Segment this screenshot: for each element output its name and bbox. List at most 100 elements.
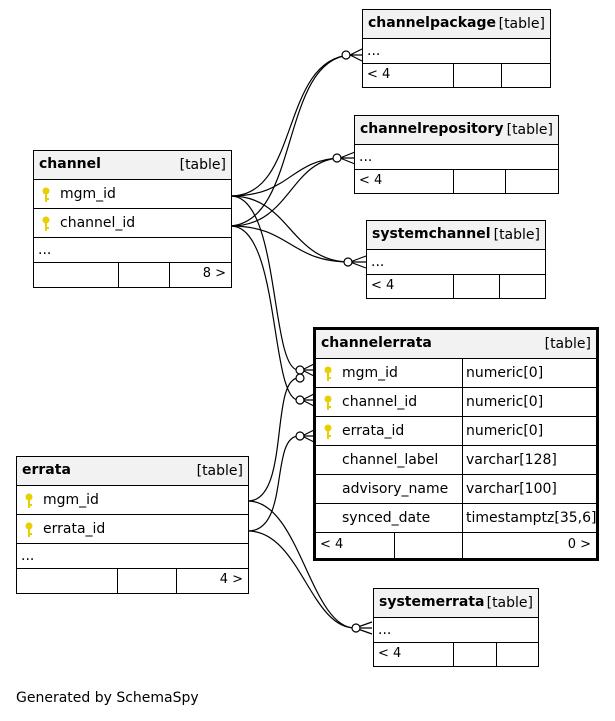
column-name: synced_date bbox=[342, 510, 431, 526]
table-footer: 4 > bbox=[17, 569, 248, 593]
children-count: < 4 bbox=[371, 278, 395, 293]
table-tag: [table] bbox=[506, 122, 553, 138]
optional-marker bbox=[295, 365, 305, 375]
table-name[interactable]: systemerrata bbox=[379, 594, 485, 610]
optional-marker bbox=[295, 395, 305, 405]
parents-count: 4 > bbox=[219, 572, 243, 587]
primary-key-icon bbox=[324, 366, 332, 381]
more-columns-ellipsis: ... bbox=[38, 242, 52, 258]
table-footer: < 4 bbox=[374, 643, 538, 666]
table-errata[interactable]: errata [table] mgm_id errata_id ... 4 > bbox=[16, 456, 249, 594]
table-channelpackage[interactable]: channelpackage [table] ... < 4 bbox=[362, 9, 551, 88]
children-count: < 4 bbox=[378, 646, 402, 661]
column-name: mgm_id bbox=[342, 365, 398, 381]
table-channel[interactable]: channel [table] mgm_id channel_id ... 8 … bbox=[33, 150, 232, 288]
link-channel-channelerrata bbox=[230, 195, 299, 371]
table-row: ... bbox=[367, 250, 545, 275]
link-channel-channelpackage bbox=[230, 54, 351, 197]
generator-credit: Generated by SchemaSpy bbox=[16, 690, 199, 706]
children-count: < 4 bbox=[320, 537, 344, 552]
table-header: channelpackage [table] bbox=[363, 10, 550, 39]
table-tag: [table] bbox=[498, 16, 545, 32]
table-tag: [table] bbox=[196, 463, 243, 479]
table-header: errata [table] bbox=[17, 457, 248, 486]
column-name: advisory_name bbox=[342, 481, 449, 497]
table-row: errata_id bbox=[17, 515, 248, 544]
column-type: varchar[100] bbox=[466, 481, 557, 497]
table-tag: [table] bbox=[544, 336, 591, 352]
primary-key-icon bbox=[324, 424, 332, 439]
optional-marker bbox=[341, 50, 351, 60]
more-columns-ellipsis: ... bbox=[359, 149, 373, 165]
table-name[interactable]: errata bbox=[22, 462, 71, 478]
column-type: timestamptz[35,6] bbox=[466, 510, 597, 526]
column-name: channel_id bbox=[342, 394, 418, 410]
more-columns-ellipsis: ... bbox=[21, 548, 35, 564]
children-count: < 4 bbox=[367, 67, 391, 82]
column-name: channel_label bbox=[342, 452, 439, 468]
primary-key-icon bbox=[25, 493, 33, 508]
table-row: channel_id bbox=[34, 209, 231, 238]
column-name: mgm_id bbox=[43, 492, 99, 508]
table-name[interactable]: systemchannel bbox=[372, 226, 491, 242]
column-name: errata_id bbox=[43, 521, 106, 537]
table-name[interactable]: channelpackage bbox=[368, 15, 496, 31]
link-channel-systemchannel bbox=[230, 225, 351, 263]
column-name: mgm_id bbox=[60, 186, 116, 202]
column-type: numeric[0] bbox=[466, 394, 544, 410]
table-row: mgm_id numeric[0] bbox=[316, 359, 596, 388]
table-header: systemerrata [table] bbox=[374, 589, 538, 618]
table-header: systemchannel [table] bbox=[367, 221, 545, 250]
column-type: numeric[0] bbox=[466, 365, 544, 381]
optional-marker bbox=[343, 257, 353, 267]
table-footer: 8 > bbox=[34, 263, 231, 287]
table-channelrepository[interactable]: channelrepository [table] ... < 4 bbox=[354, 115, 559, 194]
link-channel-systemchannel bbox=[230, 195, 351, 263]
primary-key-icon bbox=[324, 395, 332, 410]
table-row: mgm_id bbox=[34, 180, 231, 209]
link-channel-channelerrata bbox=[230, 225, 299, 401]
optional-marker bbox=[295, 373, 305, 383]
table-row: errata_id numeric[0] bbox=[316, 417, 596, 446]
table-header: channel [table] bbox=[34, 151, 231, 180]
optional-marker bbox=[351, 623, 361, 633]
link-errata-channelerrata bbox=[247, 377, 299, 502]
column-type: varchar[128] bbox=[466, 452, 557, 468]
link-errata-systemerrata bbox=[247, 530, 356, 629]
optional-marker bbox=[295, 431, 305, 441]
table-tag: [table] bbox=[179, 157, 226, 173]
link-channel-channelpackage bbox=[230, 54, 351, 227]
table-footer: < 4 bbox=[363, 64, 550, 87]
table-row: mgm_id bbox=[17, 486, 248, 515]
table-systemchannel[interactable]: systemchannel [table] ... < 4 bbox=[366, 220, 546, 299]
primary-key-icon bbox=[25, 522, 33, 537]
table-header: channelerrata [table] bbox=[316, 330, 596, 359]
more-columns-ellipsis: ... bbox=[378, 622, 392, 638]
table-row: ... bbox=[374, 618, 538, 643]
column-type: numeric[0] bbox=[466, 423, 544, 439]
link-errata-systemerrata bbox=[247, 500, 356, 629]
table-channelerrata[interactable]: channelerrata [table] mgm_id numeric[0] … bbox=[313, 327, 599, 561]
optional-marker bbox=[332, 153, 342, 163]
column-name: channel_id bbox=[60, 215, 136, 231]
primary-key-icon bbox=[42, 187, 50, 202]
table-name[interactable]: channelrepository bbox=[360, 121, 504, 137]
table-tag: [table] bbox=[486, 595, 533, 611]
column-name: errata_id bbox=[342, 423, 405, 439]
table-row: synced_date timestamptz[35,6] bbox=[316, 504, 596, 533]
table-name[interactable]: channelerrata bbox=[321, 335, 432, 351]
table-tag: [table] bbox=[493, 227, 540, 243]
table-row: channel_id numeric[0] bbox=[316, 388, 596, 417]
table-row: ... bbox=[17, 544, 248, 569]
more-columns-ellipsis: ... bbox=[367, 43, 381, 59]
link-channel-channelrepository bbox=[230, 157, 341, 197]
table-header: channelrepository [table] bbox=[355, 116, 558, 145]
table-systemerrata[interactable]: systemerrata [table] ... < 4 bbox=[373, 588, 539, 667]
table-footer: < 4 bbox=[367, 275, 545, 298]
parents-count: 8 > bbox=[202, 266, 226, 281]
table-name[interactable]: channel bbox=[39, 156, 101, 172]
children-count: < 4 bbox=[359, 173, 383, 188]
table-row: channel_label varchar[128] bbox=[316, 446, 596, 475]
table-footer: < 4 0 > bbox=[316, 533, 596, 558]
